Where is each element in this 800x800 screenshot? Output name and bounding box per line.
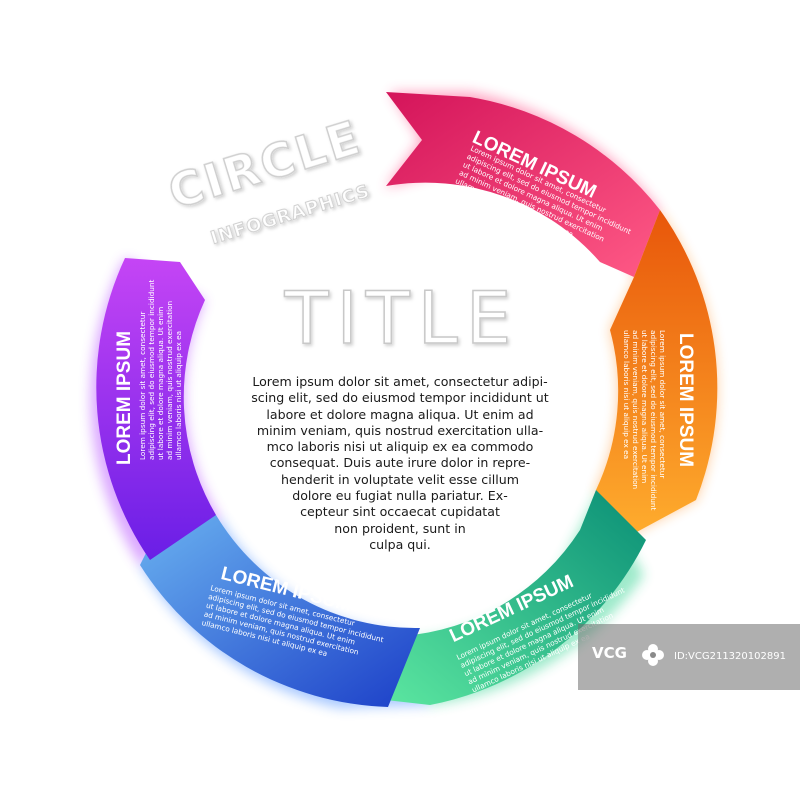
- segment-orange-line: Lorem ipsum dolor sit amet, consectetur: [658, 330, 667, 478]
- segment-purple-heading: LOREM IPSUM: [114, 331, 135, 465]
- segment-purple: [96, 258, 216, 560]
- center-body-line: henderit in voluptate velit esse cillum: [281, 471, 519, 487]
- segment-purple-line: Lorem ipsum dolor sit amet, consectetur: [138, 312, 147, 460]
- center-body-line: minim veniam, quis nostrud exercitation …: [256, 422, 544, 438]
- center-body-line: dolore eu fugiat nulla pariatur. Ex-: [292, 488, 508, 504]
- watermark-id: ID:VCG211320102891: [674, 651, 786, 662]
- center-body-line: Lorem ipsum dolor sit amet, consectetur …: [252, 374, 548, 389]
- segment-orange-line: ad minim veniam, quis nostrud exercitati…: [631, 330, 640, 489]
- center-body-line: consequat. Duis aute irure dolor in repr…: [269, 455, 531, 471]
- watermark-logo: VCG: [592, 644, 627, 662]
- segment-purple-line: ullamco laboris nisi ut aliquip ex ea: [174, 331, 183, 460]
- center-body-line: labore et dolore magna aliqua. Ut enim a…: [266, 406, 534, 422]
- watermark-banner: VCG ID:VCG211320102891: [578, 624, 800, 690]
- segment-orange-heading: LOREM IPSUM: [675, 333, 696, 467]
- segment-magenta: [386, 92, 660, 277]
- segment-orange-line: adipiscing elit, sed do eiusmod tempor i…: [649, 330, 658, 510]
- watermark-flower-icon: [642, 644, 664, 666]
- segment-orange-body: Lorem ipsum dolor sit amet, consectetur …: [622, 330, 667, 510]
- center-body-line: mco laboris nisi ut aliquip ex ea commod…: [266, 439, 534, 455]
- segment-purple-line: adipiscing elit, sed do eiusmod tempor i…: [147, 280, 156, 460]
- center-body: Lorem ipsum dolor sit amet, consectetur …: [226, 374, 574, 553]
- segment-purple-line: ut labore et dolore magna aliqua. Ut eni…: [156, 307, 165, 460]
- segment-purple-body: Lorem ipsum dolor sit amet, consectetur …: [138, 280, 183, 460]
- segment-purple-line: ad minim veniam, quis nostrud exercitati…: [165, 301, 174, 460]
- center-body-line: non proident, sunt in: [334, 520, 466, 536]
- center-body-line: culpa qui.: [369, 536, 431, 552]
- segment-green: [386, 490, 646, 705]
- center-title: TITLE: [284, 276, 520, 360]
- segment-blue: [140, 515, 420, 707]
- center-body-line: scing elit, sed do eiusmod tempor incidi…: [251, 390, 549, 406]
- segment-orange-line: ullamco laboris nisi ut aliquip ex ea: [622, 330, 631, 459]
- segment-orange: [596, 210, 718, 541]
- center-body-line: cepteur sint occaecat cupidatat: [300, 504, 500, 520]
- segment-orange-line: ut labore et dolore magna aliqua. Ut eni…: [640, 330, 649, 483]
